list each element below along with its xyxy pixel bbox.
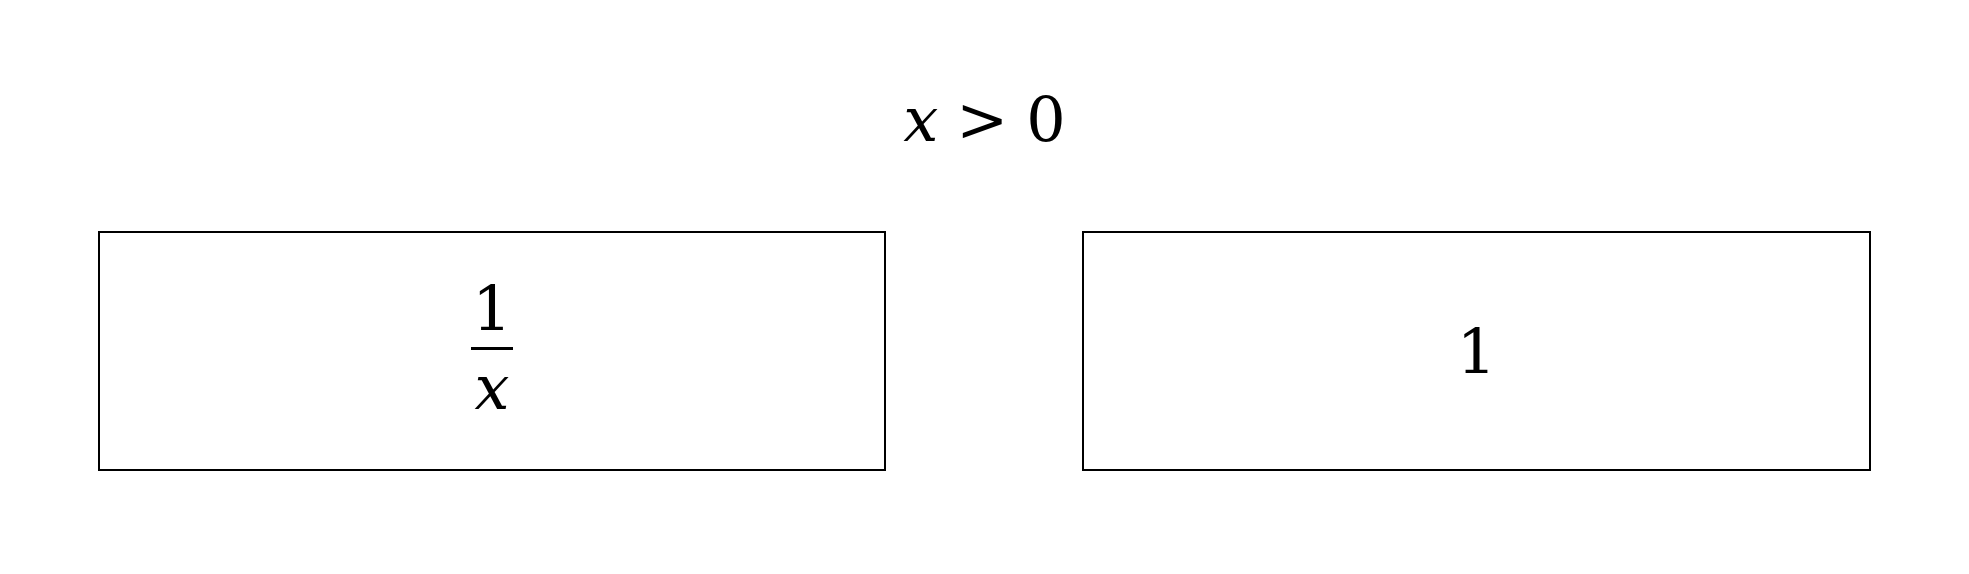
condition-header: x>0 bbox=[0, 88, 1969, 152]
fraction-numerator: 1 bbox=[472, 272, 512, 345]
condition-operator: > bbox=[956, 83, 1009, 156]
right-expression-box: 1 bbox=[1082, 231, 1871, 471]
fraction-expression: 1 x bbox=[100, 272, 884, 424]
condition-value: 0 bbox=[1026, 83, 1066, 156]
condition-variable: x bbox=[903, 83, 939, 156]
fraction-bar bbox=[471, 347, 513, 350]
left-expression-box: 1 x bbox=[98, 231, 886, 471]
fraction-denominator: x bbox=[474, 350, 510, 424]
right-expression-value: 1 bbox=[1456, 314, 1497, 388]
